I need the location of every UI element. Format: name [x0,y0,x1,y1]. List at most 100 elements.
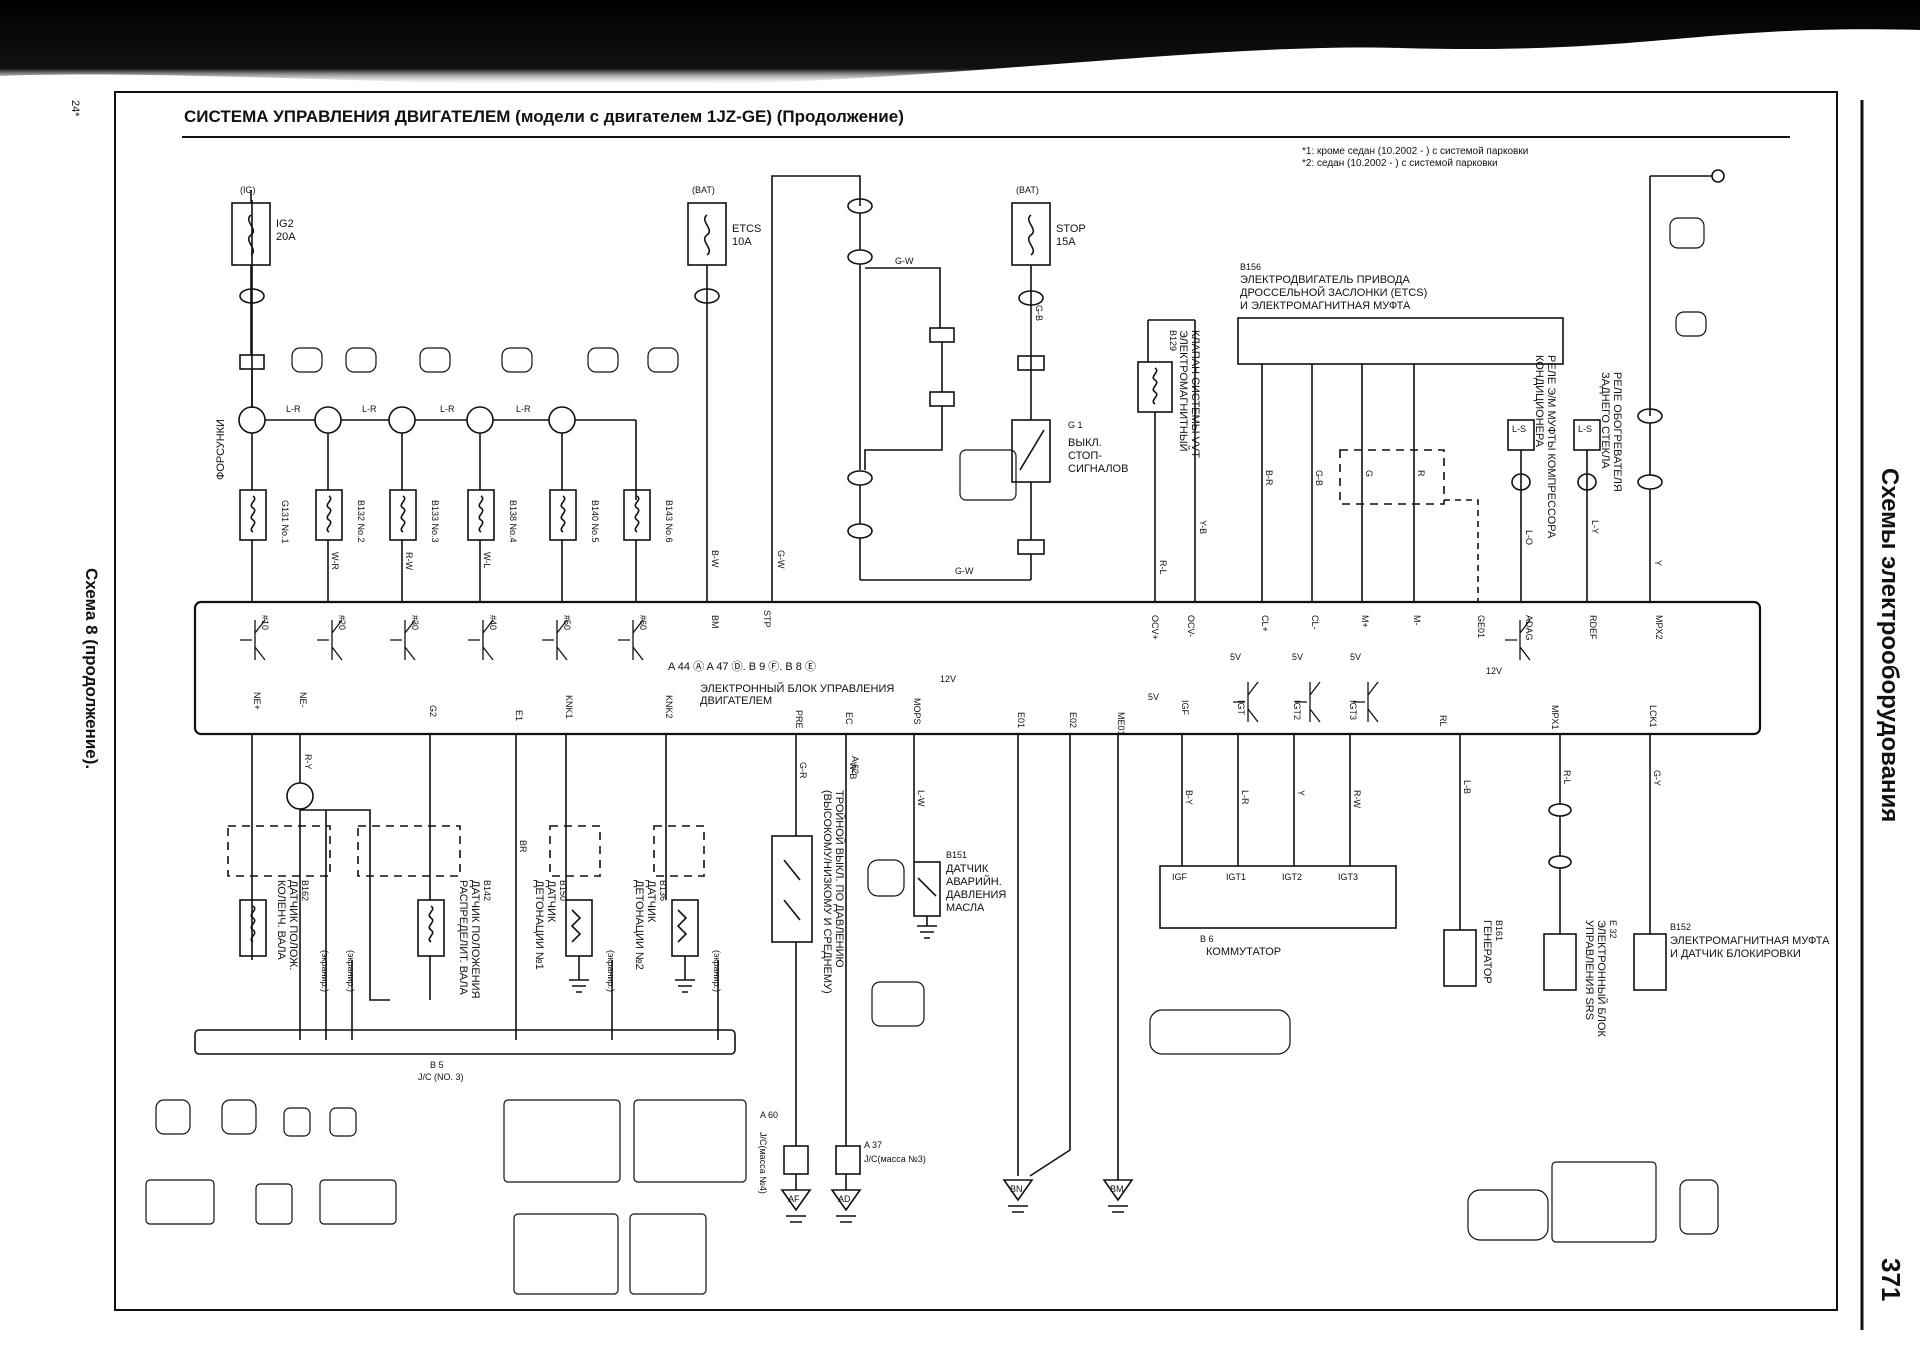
brake-switch-label: ВЫКЛ. [1068,437,1102,449]
pin-top: GE01 [1476,615,1486,638]
wire-color: R-Y [303,754,313,770]
supply-labels: 12V 12V 5V 5V 5V 5V [940,652,1502,702]
wire-color: L-O [1524,530,1534,545]
wire-color: G-W [776,550,786,569]
pin-top: OCV- [1186,615,1196,637]
knock-sensors [515,734,719,1040]
wire-color: G-Y [1652,770,1662,786]
ecu-label-1: ЭЛЕКТРОННЫЙ БЛОК УПРАВЛЕНИЯ [700,682,894,695]
igniter-pin: IGT1 [1226,872,1246,882]
figure-caption: Схема 8 (продолжение). [82,568,101,769]
generator-text: B161 ГЕНЕРАТОР [1481,920,1504,984]
supply-12v: 12V [1486,666,1502,676]
pin-top: MPX2 [1654,615,1664,640]
wire-color: L-W [916,790,926,807]
throttle-motor-label: B156 [1240,262,1261,272]
wire-color: W-B [848,762,858,779]
jc-bus-bar [194,1029,736,1055]
wire-color: BR [518,840,528,853]
oil-label: B151 [946,850,967,860]
cam-label: B142 [482,880,492,901]
srs-text: E 32 ЭЛЕКТРОННЫЙ БЛОК УПРАВЛЕНИЯ SRS [1583,920,1618,1037]
jc-bus-label: J/C (NO. 3) [418,1072,464,1082]
wire-color: G [1364,470,1374,477]
fuse-rating: 10A [732,236,752,248]
crank-cam-sensors [227,734,461,1040]
pin-bottom: IGF [1180,700,1190,716]
pin-bottom: RL [1438,715,1448,727]
lockup-solenoid [1633,734,1667,991]
supply-5v: 5V [1350,652,1361,662]
injectors-label: ФОРСУНКИ [215,419,227,480]
pin-bottom: E1 [514,710,524,721]
page-frame [114,91,1838,1311]
igniter-pin: IGT2 [1282,872,1302,882]
pin-top: OCV+ [1150,615,1160,640]
lockup-text: B152 ЭЛЕКТРОМАГНИТНАЯ МУФТА И ДАТЧИК БЛО… [1670,922,1830,960]
igniter-text: IGF IGT1 IGT2 IGT3 B 6 КОММУТАТОР [1172,872,1358,958]
igniter-pin: IGT3 [1338,872,1358,882]
brake-switch-label: СИГНАЛОВ [1068,463,1128,475]
supply-5v: 5V [1148,692,1159,702]
inj-code: B138 No.4 [508,500,518,543]
srs-label: ЭЛЕКТРОННЫЙ БЛОК [1595,920,1608,1037]
oil-label: МАСЛА [946,902,985,914]
wire-color: G-B [1034,305,1044,321]
vvt-label: B129 [1168,330,1178,351]
defog-relay-label: РЕЛЕ ОБОГРЕВАТЕЛЯ [1611,372,1623,492]
inj-code: B133 No.3 [430,500,440,543]
pressure-label: ТРОЙНОЙ ВЫКЛ. ПО ДАВЛЕНИЮ [833,790,846,968]
pin-bottom: IGT2 [1292,700,1302,720]
ground-label: AD [838,1194,851,1204]
oil-label: ДАВЛЕНИЯ [946,889,1006,901]
throttle-motor [1237,317,1564,602]
generator-label: ГЕНЕРАТОР [1481,920,1493,984]
shield-label: (экранир.) [320,950,330,992]
brake-switch-label: G 1 [1068,420,1083,430]
pin-bottom: MPX1 [1550,705,1560,730]
vvt-valve [1137,319,1196,602]
wire-color: B-Y [1184,790,1194,805]
wire-color: R-L [1562,770,1572,785]
pin-bottom: EC [844,712,854,725]
wire-color: W-L [482,552,492,568]
wire-color: L-R [516,404,531,414]
pin-bottom: KNK2 [664,695,674,719]
pin-bottom: LCK1 [1648,705,1658,728]
shield-label: (экранир.) [712,950,722,992]
pressure-label: A 62 [850,756,860,774]
wire-color: L-R [286,404,301,414]
pin-bottom: E01 [1016,712,1026,728]
ground-label: BN [1010,1184,1023,1194]
ground-label: BM [1110,1184,1124,1194]
wire-color: R-W [404,552,414,570]
ecu-bottom-pins: NE+ NE- G2 E1 KNK1 KNK2 PRE EC MOPS E01 … [252,692,1658,736]
injector-codes: G131 No.1 B132 No.2 B133 No.3 B138 No.4 … [280,500,674,544]
generator [1443,734,1477,987]
crank-label: КОЛЕНЧ. ВАЛА [275,880,287,960]
wire-color: B-R [1264,470,1274,486]
fuse-ig2 [231,190,271,408]
lockup-label: ЭЛЕКТРОМАГНИТНАЯ МУФТА [1670,935,1830,947]
pressure-switch [771,734,862,1223]
lockup-label: B152 [1670,922,1691,932]
srs-ecu [1543,734,1577,991]
igniter-label: КОММУТАТОР [1206,946,1281,958]
knock1-label: ДАТЧИК [545,880,557,923]
pin-bottom: PRE [794,710,804,729]
vvt-valve-text: B129 ЭЛЕКТРОМАГНИТНЫЙ КЛАПАН СИСТЕМЫ VVT [1168,330,1201,458]
ecu-label-2: ДВИГАТЕЛЕМ [700,695,772,707]
srs-label: УПРАВЛЕНИЯ SRS [1583,920,1595,1020]
pin-top: #60 [638,615,648,630]
knock2-label: ДАТЧИК [645,880,657,923]
ground1-label: J/C(масса №4) [758,1132,768,1194]
pin-top: #40 [488,615,498,630]
wire-color: R-L [1158,560,1168,575]
connector-sketches [145,217,1719,1295]
knock2-label: ДЕТОНАЦИИ №2 [633,880,645,970]
pressure-switch-text: A 62 ТРОЙНОЙ ВЫКЛ. ПО ДАВЛЕНИЮ (ВЫСОКОМУ… [821,756,860,994]
relay-circuits [1507,169,1725,602]
crank-label: B162 [300,880,310,901]
igniter-pin: IGF [1172,872,1188,882]
